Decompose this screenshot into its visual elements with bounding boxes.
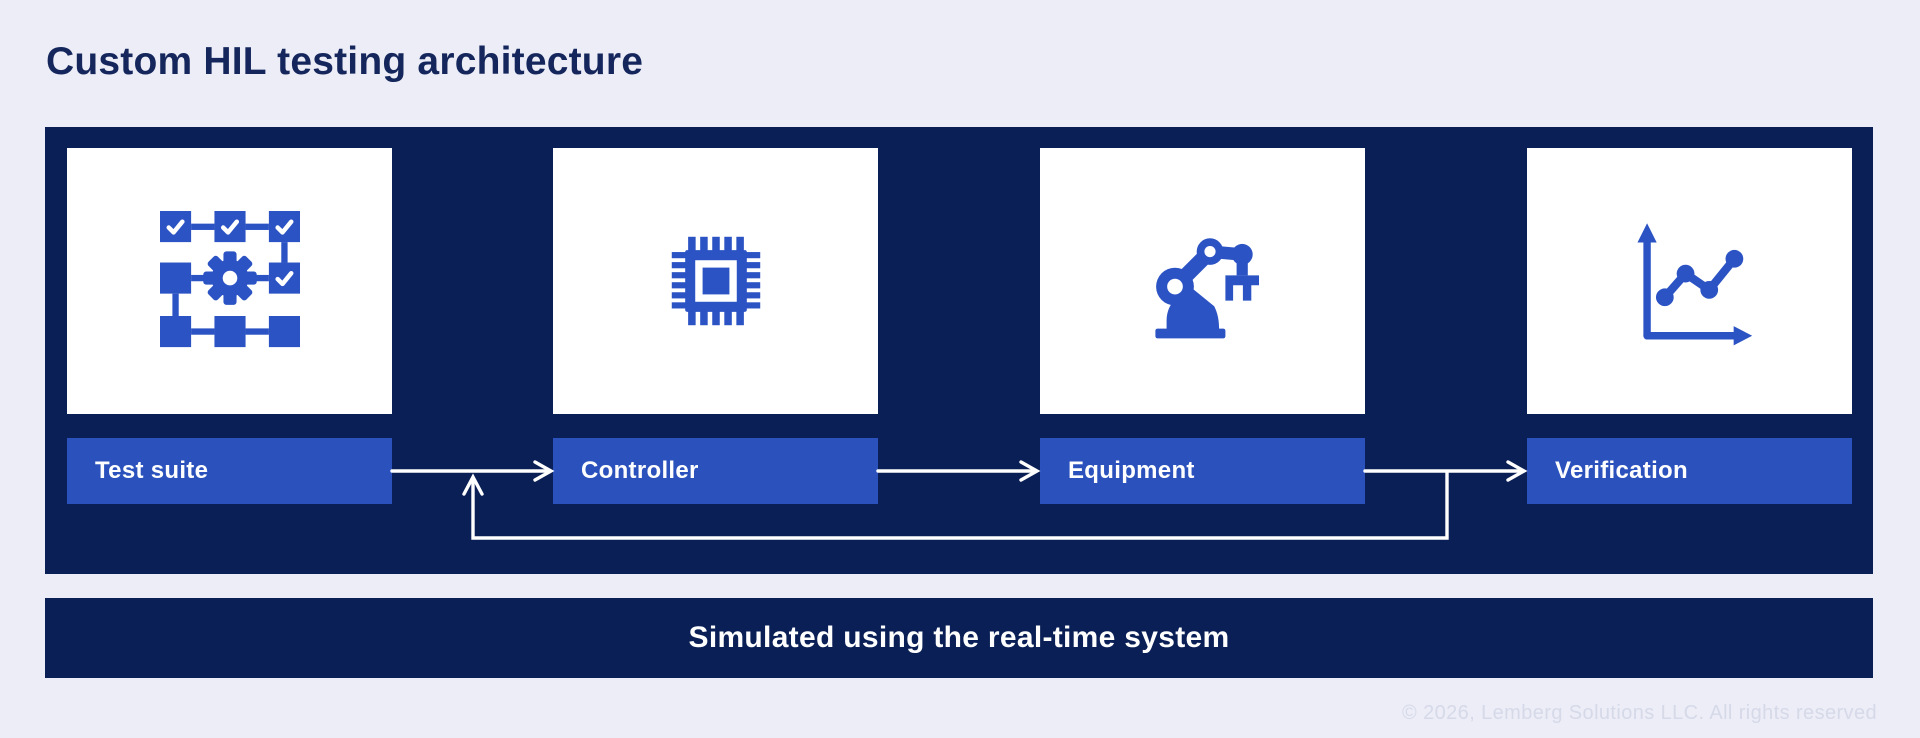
arrowhead-right-2 <box>1019 460 1041 482</box>
chip-icon <box>671 236 760 326</box>
arrowhead-right-1 <box>533 460 555 482</box>
equipment-icon-card <box>1040 148 1365 414</box>
robot-arm-icon <box>1154 238 1259 339</box>
line-chart-icon <box>1636 223 1752 346</box>
node-label-test-suite: Test suite <box>67 438 392 504</box>
node-label-verification: Verification <box>1527 438 1852 504</box>
node-controller: Controller <box>553 127 878 574</box>
banner-text: Simulated using the real-time system <box>688 621 1230 654</box>
controller-icon-card <box>553 148 878 414</box>
page-title: Custom HIL testing architecture <box>46 40 644 83</box>
node-equipment: Equipment <box>1040 127 1365 574</box>
copyright-text: © 2026, Lemberg Solutions LLC. All right… <box>1402 702 1877 724</box>
architecture-panel: Test suite Contr <box>45 127 1873 574</box>
node-verification: Verification <box>1527 127 1852 574</box>
node-test-suite: Test suite <box>67 127 392 574</box>
arrowhead-up-feedback <box>462 473 484 496</box>
test-suite-icon-card <box>67 148 392 414</box>
verification-icon-card <box>1527 148 1852 414</box>
arrowhead-right-3 <box>1506 460 1528 482</box>
workflow-checklist-icon <box>159 211 300 348</box>
banner: Simulated using the real-time system <box>45 598 1873 678</box>
node-label-controller: Controller <box>553 438 878 504</box>
node-label-equipment: Equipment <box>1040 438 1365 504</box>
